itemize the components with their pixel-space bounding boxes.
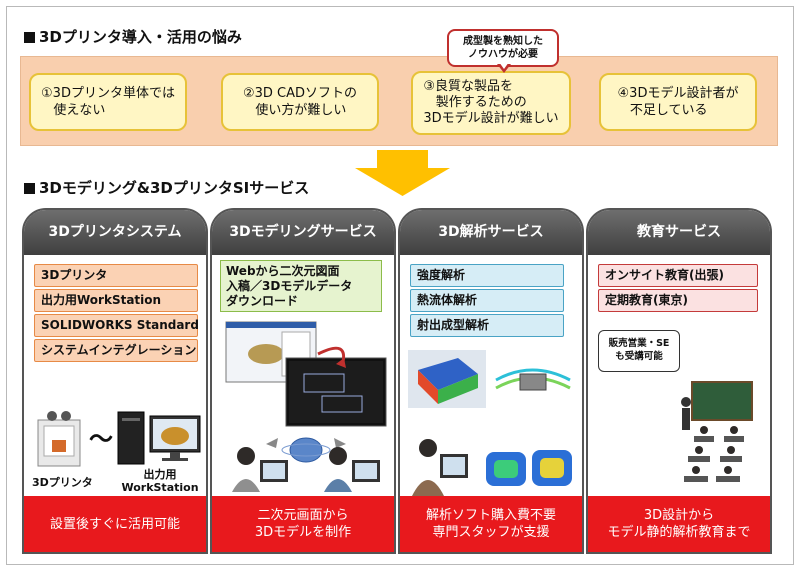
- item-solidworks: SOLIDWORKS Standard: [34, 314, 199, 337]
- callout-tail-icon: [497, 62, 511, 73]
- web-upload-box: Webから二次元図面 入稿／3Dモデルデータ ダウンロード: [220, 260, 382, 312]
- column-3d-printer-system: 3Dプリンタシステム 3Dプリンタ 出力用WorkStation SOLIDWO…: [22, 208, 208, 554]
- down-arrow-icon: [355, 150, 450, 196]
- problem-1: ①3Dプリンタ単体では 使えない: [29, 73, 187, 131]
- thermal-fluid-analysis-image: [492, 350, 574, 408]
- section-heading-services: 3Dモデリング&3DプリンタSIサービス: [24, 177, 309, 198]
- column-footer: 解析ソフト購入費不要 専門スタッフが支援: [400, 496, 582, 552]
- strength-analysis-image: [408, 350, 486, 408]
- section-heading-problems: 3Dプリンタ導入・活用の悩み: [24, 26, 242, 47]
- problem-2: ②3D CADソフトの 使い方が難しい: [221, 73, 379, 131]
- problem-3: ③良質な製品を 製作するための 3Dモデル設計が難しい: [411, 71, 571, 135]
- cad-screens-illustration: [225, 321, 387, 427]
- item-strength-analysis: 強度解析: [410, 264, 564, 287]
- item-regular-education: 定期教育(東京): [598, 289, 758, 312]
- item-3d-printer: 3Dプリンタ: [34, 264, 198, 287]
- column-title: 3Dプリンタシステム: [24, 210, 206, 255]
- injection-molding-analysis-image: [480, 442, 576, 494]
- column-footer: 二次元画面から 3Dモデルを制作: [212, 496, 394, 552]
- column-3d-analysis-service: 3D解析サービス 強度解析 熱流体解析 射出成型解析 解析ソフト購入費不要 専門…: [398, 208, 584, 554]
- caption-workstation: 出力用 WorkStation: [121, 468, 199, 494]
- item-system-integration: システムインテグレーション: [34, 339, 198, 362]
- item-workstation: 出力用WorkStation: [34, 289, 198, 312]
- problems-band: ①3Dプリンタ単体では 使えない ②3D CADソフトの 使い方が難しい ③良質…: [20, 56, 778, 146]
- square-bullet-icon: [24, 183, 35, 194]
- caption-3d-printer: 3Dプリンタ: [32, 476, 93, 489]
- item-injection-molding-analysis: 射出成型解析: [410, 314, 564, 337]
- item-onsite-education: オンサイト教育(出張): [598, 264, 758, 287]
- knowhow-callout: 成型製を熟知した ノウハウが必要: [447, 29, 559, 67]
- classroom-illustration: [681, 381, 753, 482]
- column-title: 教育サービス: [588, 210, 770, 255]
- users-network-illustration: [232, 437, 380, 492]
- tilde-separator: 〜: [89, 425, 113, 453]
- problem-4: ④3Dモデル設計者が 不足している: [599, 73, 757, 131]
- column-footer: 3D設計から モデル静的解析教育まで: [588, 496, 770, 552]
- column-3d-modeling-service: 3Dモデリングサービス Webから二次元図面 入稿／3Dモデルデータ ダウンロー…: [210, 208, 396, 554]
- item-thermal-fluid-analysis: 熱流体解析: [410, 289, 564, 312]
- square-bullet-icon: [24, 32, 35, 43]
- note-sales-se: 販売営業・SE も受講可能: [598, 330, 680, 372]
- 3d-printer-icon: [37, 411, 81, 467]
- column-education-service: 教育サービス オンサイト教育(出張) 定期教育(東京) 販売営業・SE も受講可…: [586, 208, 772, 554]
- column-title: 3D解析サービス: [400, 210, 582, 255]
- column-title: 3Dモデリングサービス: [212, 210, 394, 255]
- workstation-icon: [117, 411, 201, 465]
- analyst-person-icon: [412, 439, 468, 496]
- column-footer: 設置後すぐに活用可能: [24, 496, 206, 552]
